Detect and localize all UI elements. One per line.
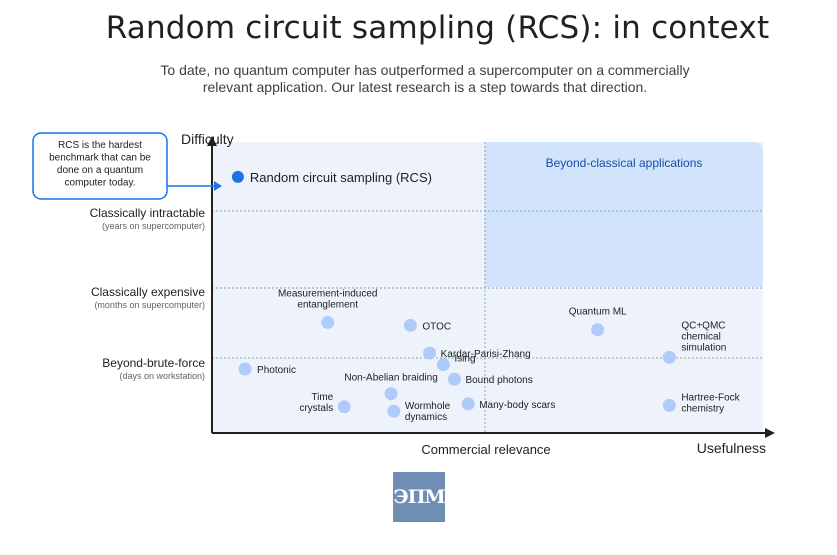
point-marker — [387, 404, 401, 418]
point-label: crystals — [299, 403, 333, 414]
callout-text: done on a quantum — [57, 165, 143, 176]
x-axis-end-label: Usefulness — [697, 440, 766, 456]
highlight-region — [485, 142, 763, 287]
point-marker — [423, 346, 437, 360]
chart-dividers — [212, 142, 763, 433]
point-label: Wormhole — [405, 401, 451, 412]
point-label: QC+QMC — [681, 320, 725, 331]
point-label: Photonic — [257, 365, 296, 376]
page-title: Random circuit sampling (RCS): in contex… — [105, 10, 770, 46]
point-marker — [231, 170, 244, 183]
y-level-sublabel: (days on workstation) — [119, 371, 205, 381]
callout: RCS is the hardest benchmark that can bed… — [32, 132, 222, 200]
point-label: Non-Abelian braiding — [344, 373, 437, 384]
callout-box — [32, 132, 168, 200]
callout-text: benchmark that can be — [49, 153, 151, 164]
point-label: Ising — [454, 354, 475, 365]
callout-arrow-head — [214, 181, 222, 191]
point-label: entanglement — [297, 299, 358, 310]
subtitle-line-1: To date, no quantum computer has outperf… — [160, 62, 690, 78]
point-label: OTOC — [422, 321, 451, 332]
point-label: Bound photons — [465, 375, 532, 386]
y-level-sublabel: (months on supercomputer) — [94, 300, 205, 310]
point-label: dynamics — [405, 412, 447, 423]
y-axis-arrow — [207, 136, 217, 146]
point-label: Random circuit sampling (RCS) — [250, 170, 432, 185]
point-label: chemistry — [681, 403, 724, 414]
point-label: Many-body scars — [479, 400, 555, 411]
subtitle-line-2: relevant application. Our latest researc… — [202, 79, 648, 95]
point-marker — [591, 323, 605, 337]
point-marker — [461, 397, 475, 411]
y-level-sublabel: (years on supercomputer) — [102, 221, 205, 231]
point-label: Quantum ML — [569, 307, 627, 318]
point-marker — [238, 362, 252, 376]
callout-text: RCS is the hardest — [58, 140, 142, 151]
callout-text: computer today. — [65, 178, 136, 189]
y-level-label: Classically intractable — [90, 206, 206, 220]
point-marker — [662, 350, 676, 364]
point-label: Measurement-induced — [278, 288, 378, 299]
point-marker — [436, 358, 450, 372]
logo: ЭПМ — [393, 472, 446, 522]
page-subtitle: To date, no quantum computer has outperf… — [0, 62, 837, 96]
data-points: Random circuit sampling (RCS) Photonic Mea… — [231, 170, 741, 423]
point-marker — [337, 400, 351, 414]
point-label: simulation — [681, 342, 726, 353]
point-marker — [403, 318, 417, 332]
y-axis-label: Difficulty — [181, 131, 234, 147]
point-label: chemical — [681, 331, 720, 342]
highlight-region-label: Beyond-classical applications — [546, 156, 703, 170]
chart-regions: Beyond-classical applications — [212, 142, 763, 433]
point-label: Hartree-Fock — [681, 392, 740, 403]
point-marker — [447, 372, 461, 386]
y-level-label: Beyond-brute-force — [102, 356, 205, 370]
x-axis-label: Commercial relevance — [421, 442, 550, 457]
point-label: Time — [311, 392, 333, 403]
point-marker — [662, 398, 676, 412]
point-label: Kardar-Parisi-Zhang — [441, 349, 531, 360]
point-marker — [384, 387, 398, 401]
x-axis-arrow — [765, 428, 775, 438]
point-marker — [321, 315, 335, 329]
y-level-labels: Beyond-brute-force(days on workstation) C… — [90, 206, 206, 381]
y-level-label: Classically expensive — [91, 285, 205, 299]
